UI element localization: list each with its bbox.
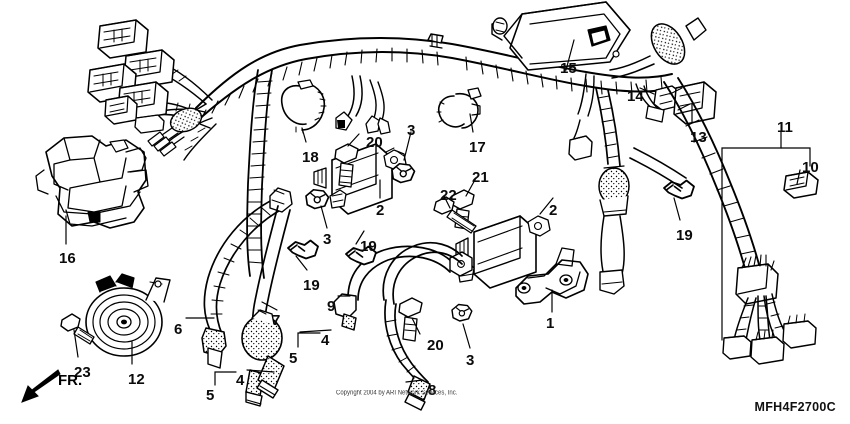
callout-relay-switch[interactable]: 13: [690, 129, 707, 146]
callout-nut-clamp[interactable]: 3: [407, 122, 416, 139]
callout-starter-cable[interactable]: 8: [428, 382, 437, 399]
callout-ground-cable[interactable]: 6: [174, 321, 183, 338]
nut-clamp-3a: [391, 162, 416, 184]
callout-flange-bolt[interactable]: 20: [366, 134, 383, 151]
callout-flange-bolt[interactable]: 20: [427, 337, 444, 354]
callout-starter-motor-cable-stay[interactable]: 1: [546, 315, 555, 332]
harness-clamp-17: [436, 87, 482, 129]
cable-stay-1: [515, 247, 589, 305]
callout-wire-band-tie[interactable]: 18: [302, 149, 319, 166]
horn-part: [85, 273, 171, 357]
connector-6pin-a: [97, 19, 149, 59]
horn-bolt-part: [60, 313, 95, 345]
callout-screw[interactable]: 22: [440, 187, 457, 204]
callout-battery-cable-terminal[interactable]: 5: [206, 387, 215, 404]
right-harness-branches: [568, 77, 817, 365]
bolt-20a: [334, 143, 359, 188]
front-direction-arrow: [21, 369, 61, 403]
copyright-notice: Copyright 2004 by ARI Network Services, …: [336, 390, 458, 397]
callout-terminal-boot[interactable]: 4: [236, 372, 245, 389]
callout-battery-positive-cable[interactable]: 7: [272, 312, 281, 329]
leader-lines: [65, 39, 811, 386]
screw-22: [433, 196, 477, 234]
battery-holder-band-15: [491, 1, 631, 71]
left-sleeve-branch: [246, 69, 273, 279]
nut-clamp-3b: [305, 188, 330, 210]
callout-hex-bolt[interactable]: 21: [472, 169, 489, 186]
connector-single-10: [783, 171, 819, 199]
callout-battery-case-stay[interactable]: 16: [59, 250, 76, 267]
connector-flat-f: [134, 114, 165, 134]
inline-fuse-cylinder: [609, 17, 707, 79]
callout-connector-set[interactable]: 11: [777, 119, 793, 136]
eyelet-wire-pair: [335, 75, 391, 135]
nut-clamp-3c: [451, 303, 473, 322]
callout-harness-clamp[interactable]: 17: [469, 139, 486, 156]
battery-positive-cable-7: [241, 205, 291, 399]
callout-horn-mount-bolt[interactable]: 23: [74, 364, 91, 381]
diagram-part-number: MFH4F2700C: [754, 400, 836, 414]
callout-terminal-boot[interactable]: 4: [321, 332, 330, 349]
bullet-connector-boot: [147, 103, 211, 157]
battery-case-stay-part: [35, 135, 149, 229]
callout-battery-holder-band[interactable]: 15: [560, 60, 577, 77]
starter-cable-8: [382, 241, 463, 411]
callout-horn[interactable]: 12: [128, 371, 145, 388]
callout-nut-clamp[interactable]: 3: [466, 352, 475, 369]
callout-starter-motor-cable[interactable]: 9: [327, 298, 336, 315]
harness-clip-19a: [286, 239, 320, 260]
callout-starter-magnetic-switch[interactable]: 2: [376, 202, 385, 219]
wire-band-tie-part: [280, 79, 327, 134]
starter-magnetic-switch-2a: [313, 143, 407, 215]
bolt-20b: [398, 297, 423, 342]
right-upper-wires: [577, 73, 665, 123]
callout-harness-clip[interactable]: 19: [360, 238, 377, 255]
harness-clip-19c: [662, 179, 696, 200]
main-harness-trunk: [195, 33, 675, 123]
callout-fuse-holder[interactable]: 14: [627, 88, 644, 105]
callout-harness-clip[interactable]: 19: [676, 227, 693, 244]
front-orientation-label: FR.: [58, 372, 83, 389]
callout-nut-clamp[interactable]: 3: [323, 231, 332, 248]
ground-cable-6: [201, 187, 293, 407]
left-connector-cluster: [87, 19, 217, 161]
connector-4pin-e: [104, 95, 138, 125]
callout-connector-single[interactable]: 10: [802, 159, 819, 176]
callout-battery-cable-terminal[interactable]: 5: [289, 350, 298, 367]
relay-switch-13: [673, 81, 717, 125]
callout-harness-clip[interactable]: 19: [303, 277, 320, 294]
callout-starter-relay-switch[interactable]: 2: [549, 202, 558, 219]
